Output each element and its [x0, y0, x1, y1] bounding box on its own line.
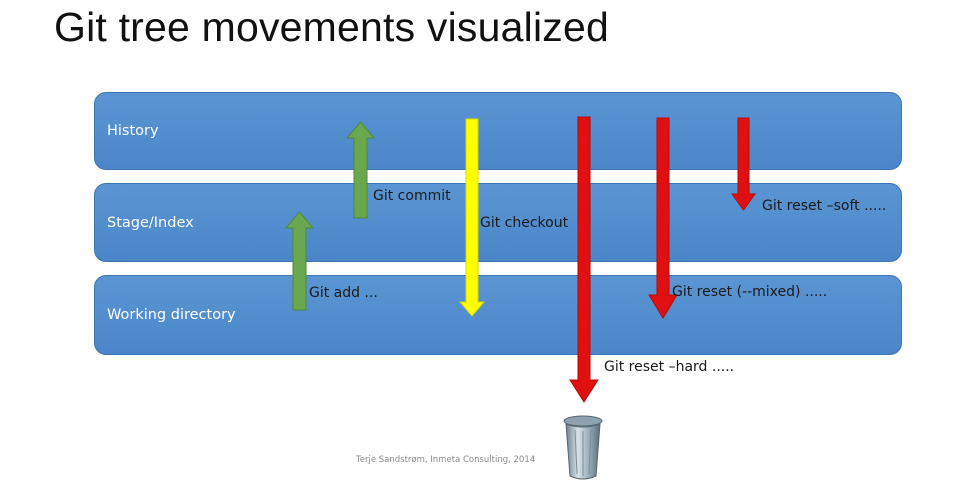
- trash-can-icon: [563, 415, 603, 480]
- git-checkout-arrow: [458, 118, 486, 317]
- git-reset-mixed-label: Git reset (--mixed) .....: [672, 284, 828, 300]
- page-title: Git tree movements visualized: [54, 4, 609, 50]
- git-add-label: Git add ...: [309, 285, 378, 301]
- credit-text: Terje Sandstrøm, Inmeta Consulting, 2014: [356, 455, 536, 465]
- git-add-arrow: [284, 211, 315, 311]
- git-reset-hard-label: Git reset –hard .....: [604, 359, 735, 375]
- layer-history-label: History: [107, 123, 159, 139]
- layer-working-directory: Working directory: [94, 275, 902, 355]
- git-checkout-label: Git checkout: [480, 215, 569, 231]
- layer-history: History: [94, 92, 902, 170]
- git-commit-label: Git commit: [373, 188, 451, 204]
- layer-working-label: Working directory: [107, 307, 236, 323]
- layer-stage-index: Stage/Index: [94, 183, 902, 262]
- git-reset-hard-arrow: [569, 116, 599, 403]
- git-reset-soft-label: Git reset –soft .....: [762, 198, 887, 214]
- layer-stage-label: Stage/Index: [107, 215, 194, 231]
- git-commit-arrow: [345, 121, 376, 219]
- git-reset-soft-arrow: [731, 117, 756, 211]
- git-reset-mixed-arrow: [648, 117, 678, 319]
